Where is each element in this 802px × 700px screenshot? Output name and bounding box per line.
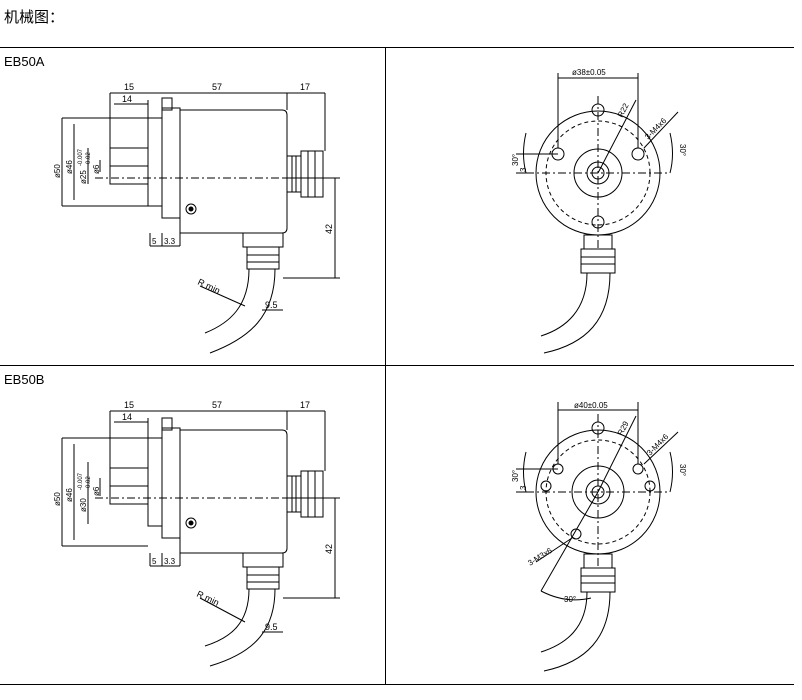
dim-57: 57: [212, 400, 222, 410]
ang-bottom: 30°: [564, 595, 576, 604]
tol-lower: -0.02: [86, 152, 92, 166]
dim-42: 42: [324, 224, 334, 234]
holes: 3-M4x6: [643, 116, 669, 142]
eb50b-side-view-drawing: 15 14 57 17 ø50 ø46 ø30 -0.007 -0.02 ø6 …: [53, 400, 340, 667]
dim-3: 3: [519, 167, 528, 172]
eb50a-front-view-drawing: ø38±0.05 R22 3-M4x6 30° 30° 3: [511, 68, 687, 354]
dia-46: ø46: [65, 488, 74, 502]
ang-right: 30°: [678, 144, 687, 156]
r-min: R min: [196, 277, 222, 296]
page-title: 机械图：: [4, 9, 65, 26]
eb50b-front-view-cell: ø40±0.05 R29 3-M4x6 3-M3x6 30° 30° 30° 3: [386, 366, 794, 684]
dim-14: 14: [122, 94, 132, 104]
eb50a-front-view-cell: ø38±0.05 R22 3-M4x6 30° 30° 3: [386, 48, 794, 365]
r-min: R min: [195, 589, 221, 608]
r22: R22: [616, 101, 631, 119]
holes-lower: 3-M3x6: [526, 546, 554, 568]
eb50a-side-view-drawing: 15 14 57 17 ø50 ø46 ø25 -0.007 -0.02 ø6 …: [53, 82, 340, 354]
dia-shaft: ø6: [92, 486, 101, 496]
eb50a-side-view-cell: EB50A: [0, 48, 385, 365]
dia-46: ø46: [65, 160, 74, 174]
ang-left: 30°: [511, 470, 520, 482]
dim-57: 57: [212, 82, 222, 92]
dia-flange: ø25: [79, 170, 88, 184]
eb50b-side-view-cell: EB50B: [0, 366, 385, 684]
dia-50: ø50: [53, 164, 62, 178]
table-top-border: [0, 47, 794, 48]
holes: 3-M4x6: [645, 432, 671, 458]
model-label-eb50b: EB50B: [4, 372, 45, 387]
dim-3-3: 3.3: [164, 557, 176, 566]
tol-upper: -0.007: [78, 472, 84, 490]
dim-15: 15: [124, 82, 134, 92]
r29: R29: [616, 419, 631, 437]
dia-flange: ø30: [79, 498, 88, 512]
eb50b-front-view-drawing: ø40±0.05 R29 3-M4x6 3-M3x6 30° 30° 30° 3: [511, 401, 687, 672]
dia-shaft: ø6: [92, 164, 101, 174]
ang-left: 30°: [511, 154, 520, 166]
dim-17: 17: [300, 82, 310, 92]
dim-5: 5: [152, 237, 157, 246]
dim-42: 42: [324, 544, 334, 554]
table-column-divider: [385, 47, 386, 685]
tol-lower: -0.02: [86, 476, 92, 490]
dim-9-5: 9.5: [265, 300, 278, 310]
dim-17: 17: [300, 400, 310, 410]
table-bottom-border: [0, 684, 794, 685]
ang-right: 30°: [678, 464, 687, 476]
dim-3: 3: [519, 485, 528, 490]
dim-3-3: 3.3: [164, 237, 176, 246]
pcd: ø40±0.05: [574, 401, 608, 410]
pcd: ø38±0.05: [572, 68, 606, 77]
tol-upper: -0.007: [78, 148, 84, 166]
dim-15: 15: [124, 400, 134, 410]
table-row-divider: [0, 365, 794, 366]
dim-14: 14: [122, 412, 132, 422]
dim-5: 5: [152, 557, 157, 566]
model-label-eb50a: EB50A: [4, 54, 45, 69]
dia-50: ø50: [53, 492, 62, 506]
dim-9-5: 9.5: [265, 622, 278, 632]
